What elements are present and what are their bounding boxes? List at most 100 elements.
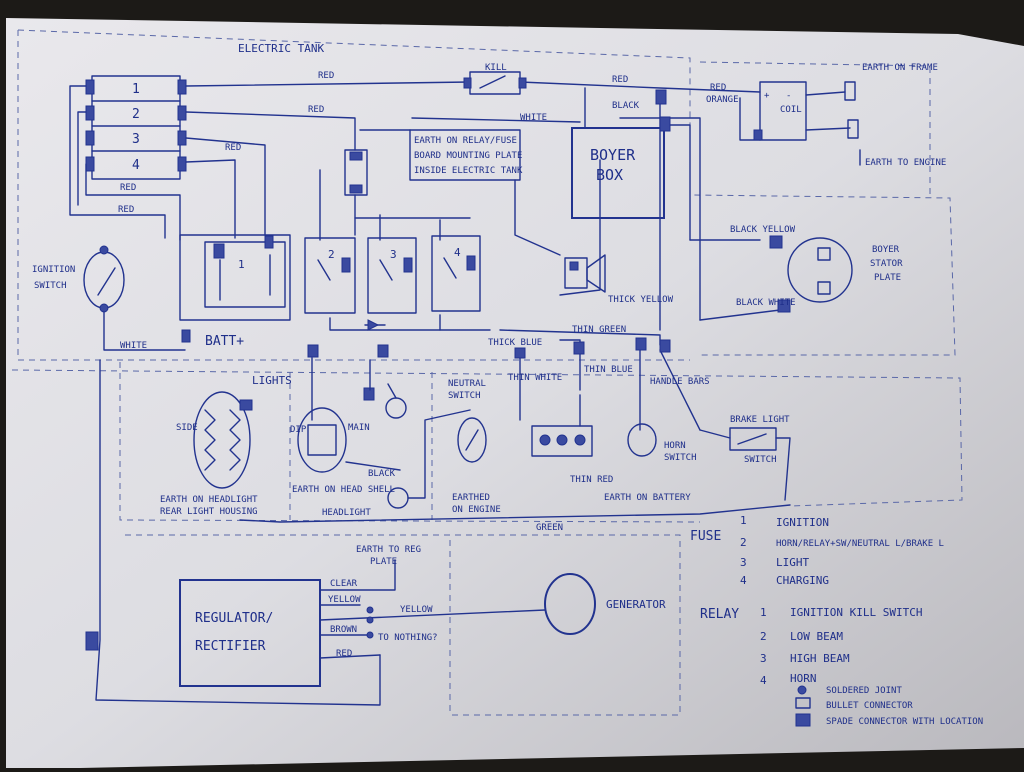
wire-label-red-4: RED [120,183,136,193]
relay-legend-num-2: 2 [760,630,767,643]
earth-reg-label-1: EARTH TO REG [356,545,421,555]
relay-4-label: 4 [454,246,461,259]
wire-label-red-boyer: RED [612,75,628,85]
neutral-switch-label-2: SWITCH [448,391,481,401]
horn-switch-label-2: SWITCH [664,453,697,463]
fuse-legend-text-2: HORN/RELAY+SW/NEUTRAL L/BRAKE L [776,539,944,549]
regulator-rectifier: REGULATOR/ RECTIFIER CLEAR YELLOW YELLOW… [179,545,546,687]
relay-2-label: 2 [328,248,335,261]
relay-legend-text-1: IGNITION KILL SWITCH [790,606,922,619]
coil-minus: - [786,91,791,101]
fuse-legend-num-2: 2 [740,536,747,549]
relay-legend-text-4: HORN [790,672,817,685]
thick-yellow-label: THICK YELLOW [608,295,674,305]
green-label: GREEN [536,523,563,533]
handlebar-switches: HANDLE BARS HORN SWITCH BRAKE LIGHT SWIT… [488,337,791,503]
yellow-label-gen: YELLOW [400,605,433,615]
stator-label-2: STATOR [870,259,903,269]
dip-label: DIP [290,425,307,435]
lights-label: LIGHTS [252,374,292,387]
side-light: SIDE EARTH ON HEADLIGHT REAR LIGHT HOUSI… [160,391,258,517]
wire-label-black-boyer: BLACK [612,101,640,111]
brake-light-label: BRAKE LIGHT [730,415,790,425]
fuse-legend-num-1: 1 [740,514,747,527]
earth-headlight-label-1: EARTH ON HEADLIGHT [160,495,258,505]
headlight-label: HEADLIGHT [322,508,371,518]
wire-label-red-5: RED [118,205,134,215]
neutral-switch-label-1: NEUTRAL [448,379,486,389]
relay-3-label: 3 [390,248,397,261]
thin-green-label: THIN GREEN [572,325,626,335]
to-nothing-label: TO NOTHING? [378,633,438,643]
earth-head-shell-label: EARTH ON HEAD SHELL [292,485,395,495]
bullet-connector-icon [795,697,811,709]
brown-label: BROWN [330,625,357,635]
wire-label-white-ign: WHITE [120,341,147,351]
horn [564,254,606,293]
relay-1-label: 1 [238,258,245,271]
wire-label-red-top: RED [318,71,334,81]
spade-connector-icon [795,713,811,727]
neutral-switch: NEUTRAL SWITCH EARTHED ON ENGINE [448,379,501,515]
stator-label-1: BOYER [872,245,900,255]
main-headlight: MAIN DIP EARTH ON HEAD SHELL BLACK HEADL… [290,344,401,518]
symbol-legend-bullet: BULLET CONNECTOR [826,701,913,711]
regulator-label-1: REGULATOR/ [195,611,273,626]
kill-label: KILL [485,63,507,73]
fuse-legend-num-3: 3 [740,556,747,569]
wire-label-red-3: RED [225,143,241,153]
kill-switch: KILL [463,63,527,95]
ignition-coil: + - COIL EARTH ON FRAME EARTH TO ENGINE [753,63,946,168]
black-white-label: BLACK WHITE [736,298,796,308]
fuse-legend-heading: FUSE [690,529,721,544]
boyer-stator: BLACK YELLOW BLACK WHITE BOYER STATOR PL… [730,225,903,313]
earth-headlight-label-2: REAR LIGHT HOUSING [160,507,258,517]
ignition-switch: IGNITION SWITCH WHITE [32,245,186,351]
soldered-joint-icon [797,685,807,695]
clear-label: CLEAR [330,579,358,589]
section-boundaries [11,29,963,716]
fuse-legend: FUSE 1 IGNITION 2 HORN/RELAY+SW/NEUTRAL … [690,514,944,587]
wire-label-white-top: WHITE [520,113,547,123]
coil-label: COIL [780,105,802,115]
brake-switch-label: SWITCH [744,455,777,465]
stator-label-3: PLATE [874,273,901,283]
earthed-engine-label-1: EARTHED [452,493,490,503]
generator: GENERATOR [544,573,666,635]
fuse-3-label: 3 [132,132,140,147]
ignition-switch-label-1: IGNITION [32,265,75,275]
title-electric-tank: ELECTRIC TANK [238,42,324,55]
earth-to-engine-label: EARTH TO ENGINE [865,158,946,168]
thin-blue-label: THIN BLUE [584,365,633,375]
horn-switch-label-1: HORN [664,441,686,451]
earth-relay-text: EARTH ON RELAY/FUSE [414,136,517,146]
red-label-reg: RED [336,649,352,659]
tank-wiring [69,81,781,331]
fuse-legend-text-1: IGNITION [776,516,829,529]
fuse-legend-text-4: CHARGING [776,574,829,587]
thin-red-label: THIN RED [570,475,613,485]
black-yellow-label: BLACK YELLOW [730,225,796,235]
batt-label: BATT+ [205,334,244,349]
coil-plus: + [764,91,770,101]
wire-label-orange: ORANGE [706,95,739,105]
fuse-1-label: 1 [132,82,140,97]
earth-reg-label-2: PLATE [370,557,397,567]
side-label: SIDE [176,423,198,433]
board-plate-text: BOARD MOUNTING PLATE [414,151,522,161]
generator-label: GENERATOR [606,598,666,611]
relay-legend-text-3: HIGH BEAM [790,652,850,665]
inline-fuse [344,149,368,196]
relay-block-2-4: 2 3 4 [304,235,491,331]
fuse-board: 1 2 3 4 [85,75,187,180]
boyer-box-label-1: BOYER [590,146,636,164]
relay-legend-num-1: 1 [760,606,767,619]
handlebars-label: HANDLE BARS [650,377,710,387]
relay-legend: RELAY 1 IGNITION KILL SWITCH 2 LOW BEAM … [700,606,922,687]
ignition-switch-label-2: SWITCH [34,281,67,291]
fuse-legend-num-4: 4 [740,574,747,587]
relay-legend-heading: RELAY [700,607,739,622]
indicator-lamp [385,383,471,509]
